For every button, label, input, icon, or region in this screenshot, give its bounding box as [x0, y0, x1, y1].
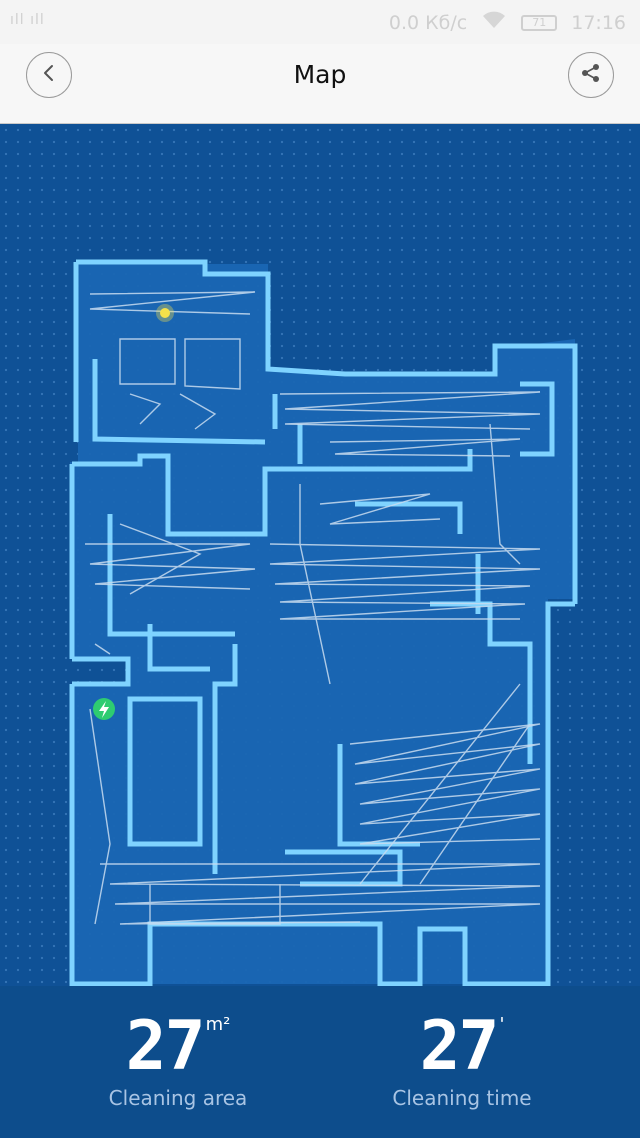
signal-icon: ıll ıll	[10, 12, 45, 28]
app-header: Map	[0, 44, 640, 124]
cleaning-path	[85, 291, 541, 925]
map-canvas	[69, 259, 578, 986]
page-title: Map	[293, 60, 347, 89]
network-speed: 0.0 Кб/с	[388, 11, 468, 34]
robot-marker[interactable]	[156, 304, 174, 322]
battery-level: 71	[532, 16, 547, 29]
cleaning-area-label: Cleaning area	[108, 1086, 248, 1110]
stats-panel: 27 m² Cleaning area 27 ' Cleaning time	[0, 986, 640, 1138]
cleaning-map[interactable]	[0, 124, 640, 986]
clock: 17:16	[571, 11, 626, 34]
lightning-icon	[99, 701, 109, 718]
cleaning-time-stat: 27 ' Cleaning time	[302, 986, 622, 1111]
cleaning-time-label: Cleaning time	[392, 1086, 532, 1110]
share-icon	[580, 62, 602, 88]
wifi-icon	[481, 10, 507, 35]
cleaning-time-value: 27	[419, 1007, 500, 1086]
share-button[interactable]	[568, 52, 614, 98]
status-right: 0.0 Кб/с 71 17:16	[389, 10, 626, 35]
status-bar: ıll ıll 0.0 Кб/с 71 17:16	[0, 0, 640, 44]
cleaning-area-value: 27	[125, 1007, 206, 1086]
floor-area	[70, 264, 575, 984]
walls	[69, 259, 578, 986]
back-button[interactable]	[26, 52, 72, 98]
charging-dock-marker[interactable]	[93, 698, 115, 720]
cleaning-area-unit: m²	[205, 1014, 231, 1035]
cleaning-time-unit: '	[499, 1014, 505, 1035]
cleaning-area-stat: 27 m² Cleaning area	[18, 986, 338, 1111]
battery-icon: 71	[521, 14, 558, 31]
chevron-left-icon	[39, 63, 59, 87]
